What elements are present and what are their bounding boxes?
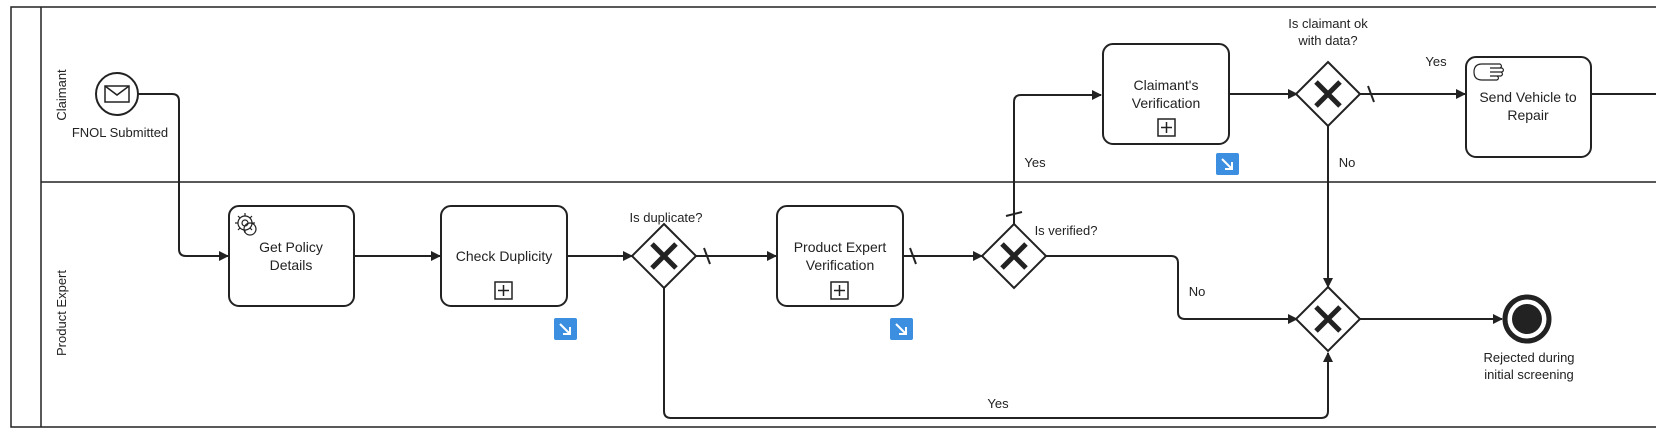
flow-label-verified-no: No — [1189, 284, 1206, 299]
drilldown-arrow-icon[interactable] — [554, 318, 577, 340]
task-label-line2: Verification — [806, 257, 874, 273]
flow-label-claimant-yes: Yes — [1425, 54, 1447, 69]
envelope-icon — [104, 85, 130, 103]
task-claimants-verification[interactable]: Claimant's Verification — [1102, 43, 1230, 145]
flow-verified-yes[interactable] — [1013, 90, 1102, 225]
flow-verified-no[interactable] — [1046, 255, 1298, 324]
drilldown-arrow-icon[interactable] — [1216, 153, 1239, 175]
lane-label-product-expert: Product Expert — [54, 270, 69, 356]
gateway-label-is-duplicate: Is duplicate? — [630, 210, 703, 225]
gateway-label-claimant-ok-line1: Is claimant ok — [1288, 16, 1368, 31]
end-event[interactable] — [1502, 294, 1552, 344]
task-label: Check Duplicity — [456, 248, 552, 264]
task-label-line1: Get Policy — [259, 239, 323, 255]
end-event-label-line2: initial screening — [1484, 367, 1574, 382]
gateway-label-claimant-ok-line2: with data? — [1297, 33, 1357, 48]
gateway-is-duplicate[interactable] — [630, 222, 698, 290]
hand-icon — [1473, 63, 1505, 81]
gateway-label-is-verified: Is verified? — [1035, 223, 1098, 238]
exclusive-x-icon — [1314, 305, 1342, 333]
gear-icon — [235, 213, 257, 236]
drilldown-arrow-icon[interactable] — [890, 318, 913, 340]
task-label-line2: Verification — [1132, 95, 1200, 111]
end-event-label-line1: Rejected during — [1483, 350, 1574, 365]
exclusive-x-icon — [650, 242, 678, 270]
task-product-expert-verification[interactable]: Product Expert Verification — [776, 205, 904, 307]
task-send-vehicle-to-repair[interactable]: Send Vehicle to Repair — [1465, 56, 1592, 158]
exclusive-x-icon — [1000, 242, 1028, 270]
pool — [10, 6, 1656, 428]
plus-square-icon — [1157, 118, 1176, 137]
gateway-claimant-ok[interactable] — [1294, 60, 1362, 128]
task-label-line2: Details — [270, 257, 313, 273]
task-label-line2: Repair — [1507, 107, 1549, 123]
start-event-label: FNOL Submitted — [72, 125, 168, 140]
start-event[interactable] — [95, 72, 139, 116]
plus-square-icon — [830, 281, 849, 300]
flow-start-to-get-policy[interactable] — [138, 93, 229, 261]
task-label-line1: Send Vehicle to — [1479, 89, 1577, 105]
plus-square-icon — [494, 281, 513, 300]
sequence-flows — [138, 89, 1656, 419]
flow-duplicate-yes[interactable] — [663, 288, 1333, 419]
task-label-line1: Claimant's — [1134, 77, 1199, 93]
flow-label-verified-yes: Yes — [1024, 155, 1046, 170]
task-check-duplicity[interactable]: Check Duplicity — [440, 205, 568, 307]
lane-label-claimant: Claimant — [54, 69, 69, 121]
task-label-line1: Product Expert — [794, 239, 887, 255]
flow-label-claimant-no: No — [1339, 155, 1356, 170]
exclusive-x-icon — [1314, 80, 1342, 108]
gateway-merge[interactable] — [1294, 285, 1362, 353]
task-get-policy-details[interactable]: Get Policy Details — [228, 205, 355, 307]
flow-label-duplicate-yes: Yes — [987, 396, 1009, 411]
gateway-is-verified[interactable] — [980, 222, 1048, 290]
default-flow-markers — [703, 85, 1375, 265]
